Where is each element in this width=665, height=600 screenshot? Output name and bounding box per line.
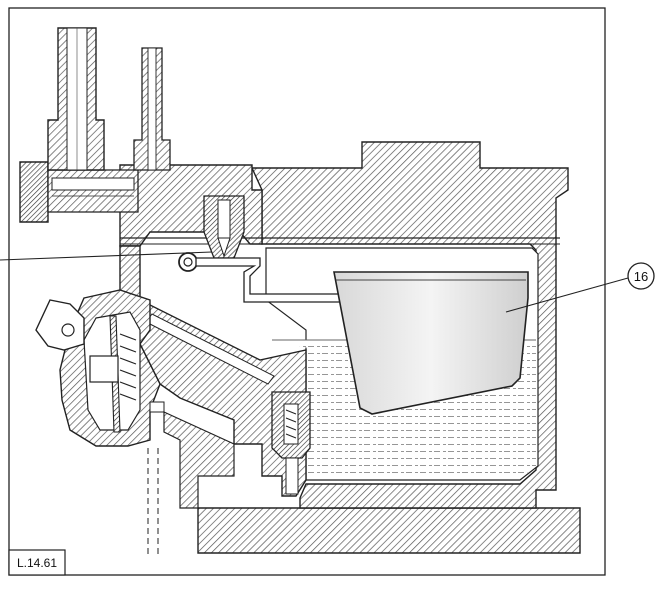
vent-tube-bore xyxy=(147,47,157,171)
float xyxy=(333,271,529,415)
figure-ref-box xyxy=(8,549,66,576)
lower-body xyxy=(163,411,235,509)
jet-tube xyxy=(285,457,299,495)
float-chamber-body xyxy=(250,141,569,509)
jet-spring xyxy=(285,409,297,439)
pump-spring xyxy=(119,333,137,401)
pump-lever-hole xyxy=(61,323,75,337)
needle-valve-leader xyxy=(0,251,213,261)
callout-16-circle xyxy=(627,262,655,290)
pump-plunger xyxy=(89,355,119,383)
inlet-union xyxy=(19,161,49,223)
callout-16-leader xyxy=(505,277,629,313)
float-pivot-inner xyxy=(183,257,193,267)
figure-ref-label: L.14.61 xyxy=(17,556,57,570)
inlet-passage xyxy=(51,177,135,191)
pump-lever xyxy=(35,299,85,351)
figure-frame xyxy=(8,7,606,576)
main-jet xyxy=(283,403,299,445)
base-plate xyxy=(197,507,581,554)
callout-16-label: 16 xyxy=(634,269,648,284)
needle-tip xyxy=(217,237,231,258)
inlet-bolt xyxy=(47,169,139,213)
needle-valve xyxy=(217,199,231,239)
pump-stem xyxy=(149,401,165,413)
